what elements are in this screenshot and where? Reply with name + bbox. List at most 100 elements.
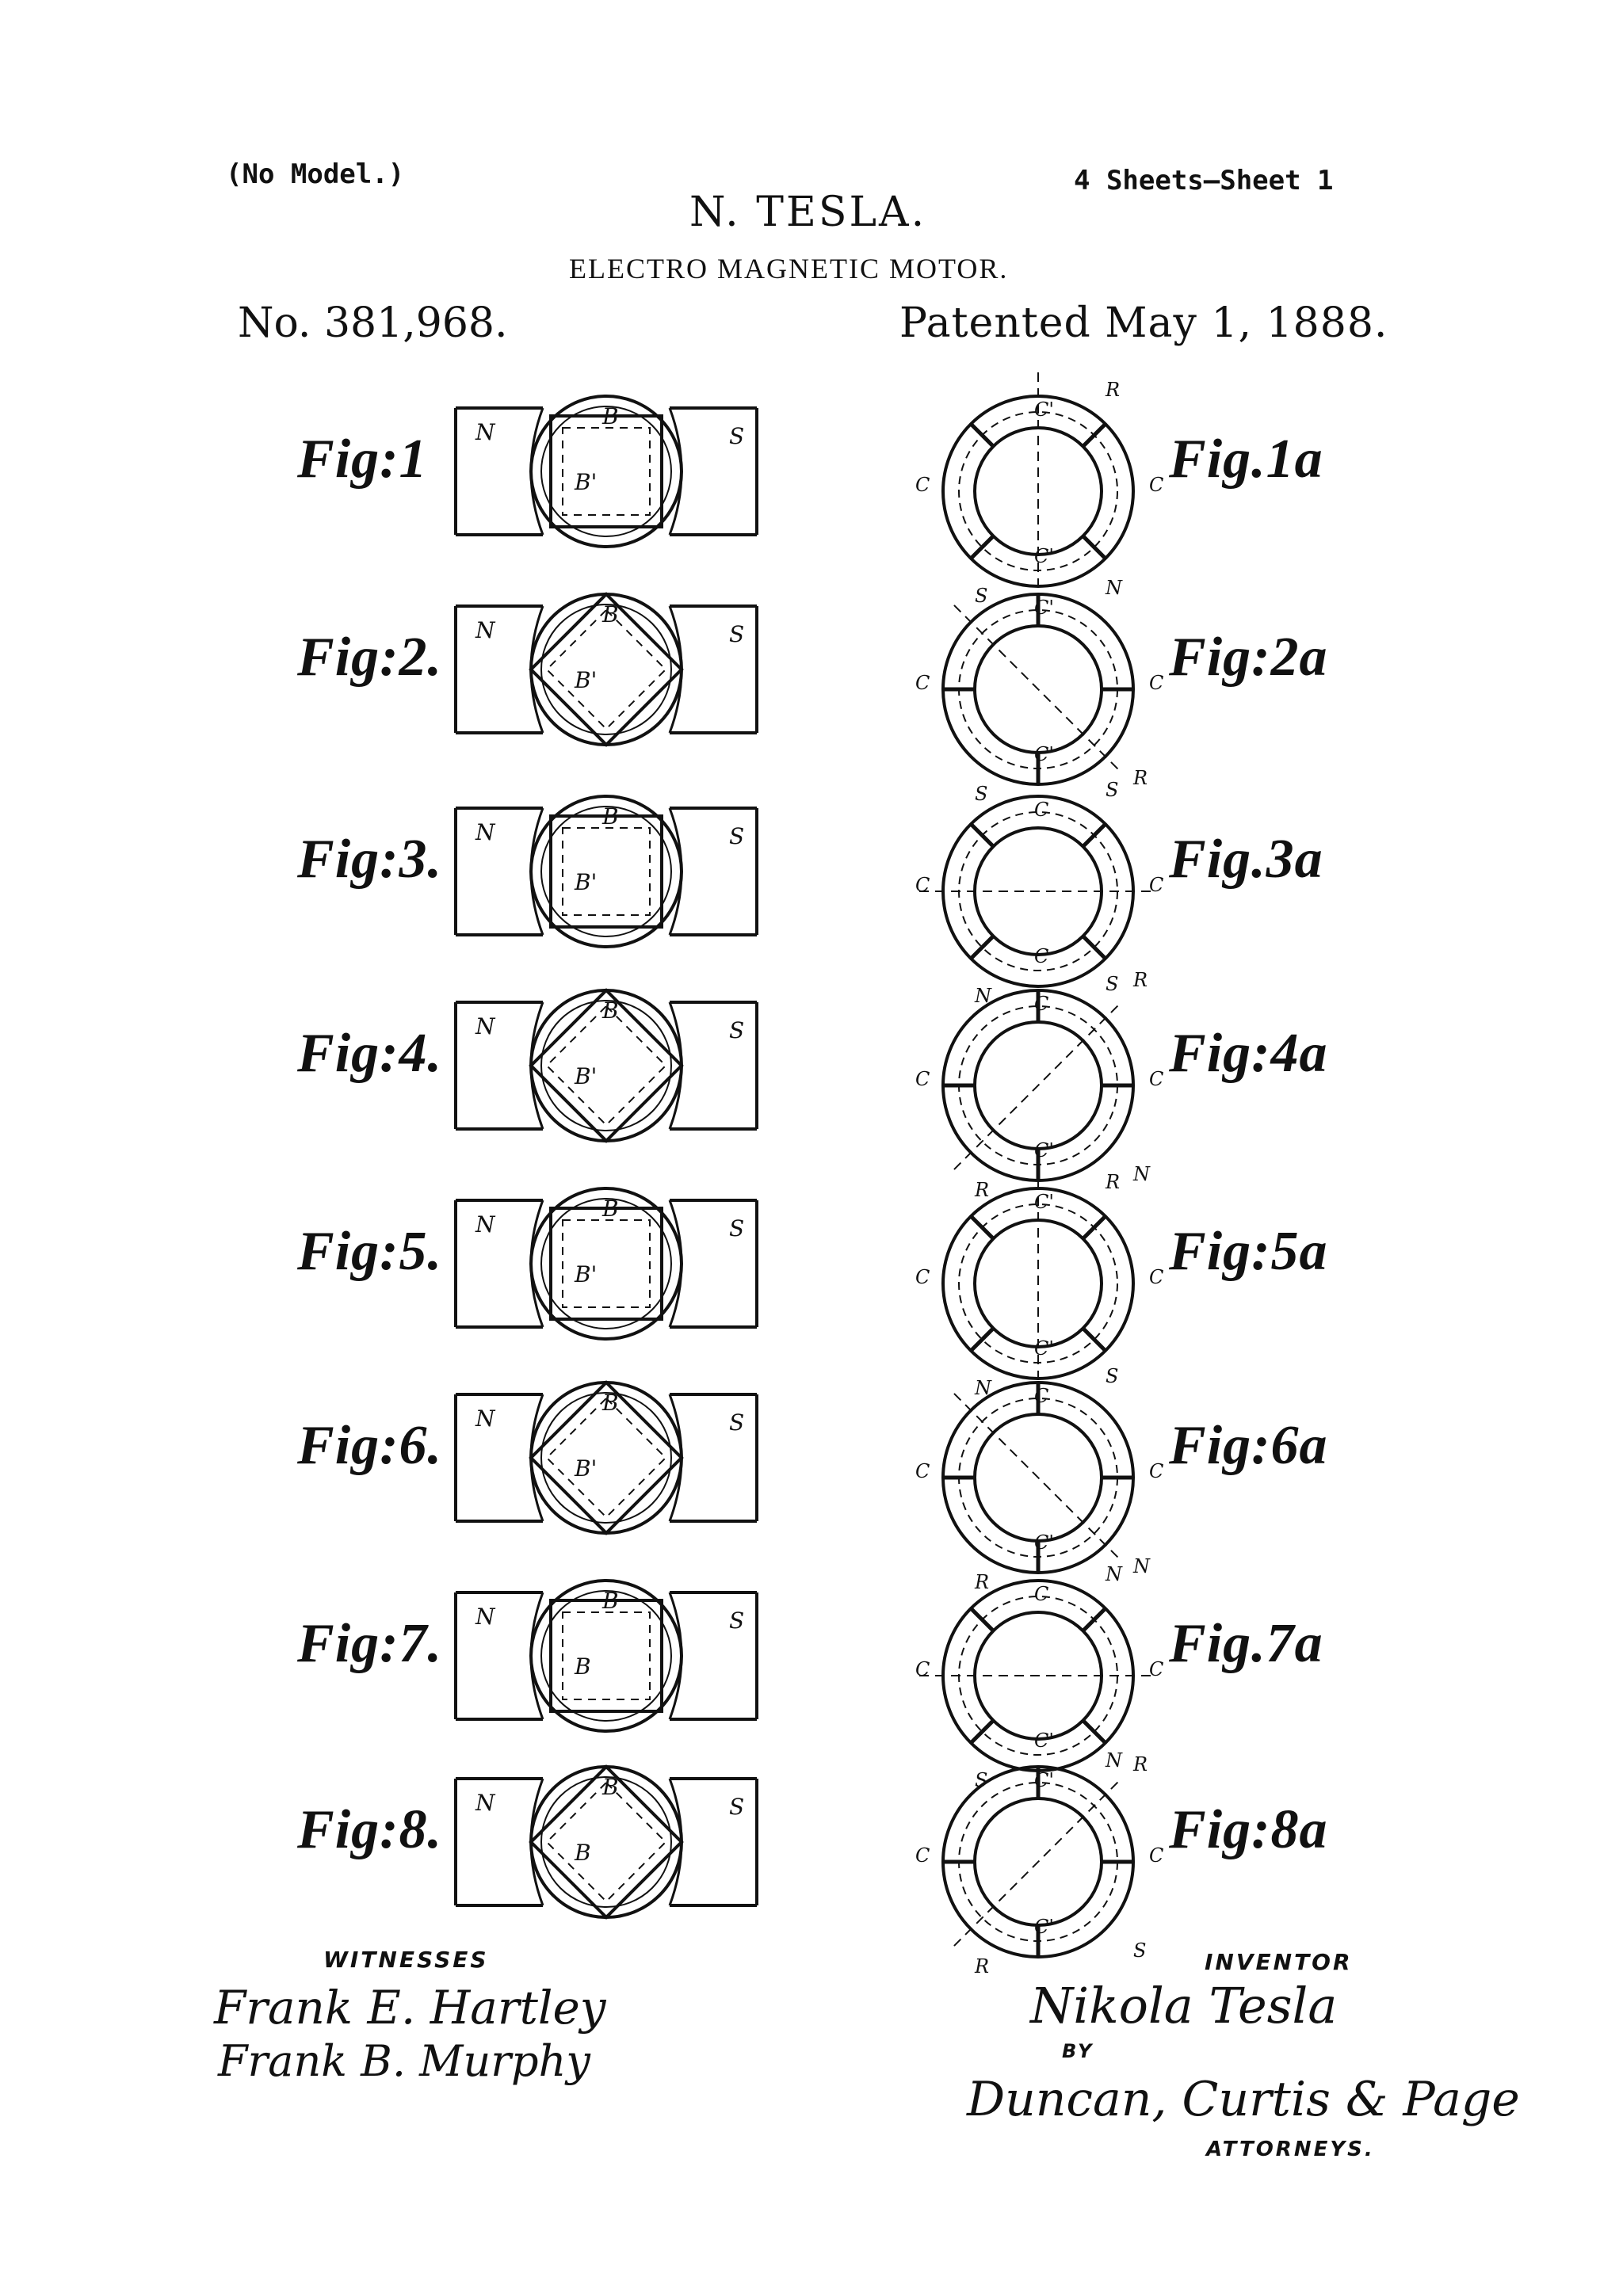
attorney-signature: Duncan, Curtis & Page bbox=[967, 2072, 1520, 2127]
figure-letter-label: N bbox=[475, 1604, 496, 1630]
figure-letter-label: S bbox=[1106, 779, 1118, 801]
figure-letter-label: C bbox=[1149, 474, 1163, 496]
figure-letter-label: C' bbox=[1034, 1531, 1054, 1554]
left-figure-caption: Fig:4. bbox=[297, 1023, 442, 1084]
figure-letter-label: B bbox=[601, 1196, 619, 1222]
figure-letter-label: R bbox=[1132, 1753, 1148, 1775]
right-figure-caption: Fig:4a bbox=[1169, 1023, 1328, 1084]
figure-letter-label: B' bbox=[574, 1261, 597, 1287]
figure-letter-label: R bbox=[1132, 969, 1148, 991]
figure-letter-label: C bbox=[1149, 1068, 1163, 1090]
figure-letter-label: C bbox=[1034, 993, 1048, 1015]
figure-letter-label: C' bbox=[1034, 545, 1054, 567]
figure-letter-label: C bbox=[915, 1068, 930, 1090]
figure-letter-label: C bbox=[1149, 1460, 1163, 1482]
right-figure-caption: Fig.1a bbox=[1169, 429, 1323, 490]
figure-letter-label: B' bbox=[574, 469, 597, 495]
figure-letter-label: R bbox=[974, 1571, 989, 1593]
figure-letter-label: B bbox=[601, 1390, 619, 1416]
left-figure-caption: Fig:1 bbox=[297, 429, 428, 490]
figure-letter-label: R bbox=[1132, 767, 1148, 789]
figure-letter-label: S bbox=[729, 1017, 744, 1043]
inventor-signature: Nikola Tesla bbox=[1030, 1977, 1338, 2035]
figure-letter-label: S bbox=[729, 1608, 744, 1634]
figure-letter-label: C bbox=[915, 474, 930, 496]
figure-letter-label: C bbox=[915, 874, 930, 896]
patent-title: ELECTRO MAGNETIC MOTOR. bbox=[569, 253, 1009, 284]
left-figure-caption: Fig:3. bbox=[297, 829, 442, 890]
motor-diagram-right: C C C' C' N SR bbox=[915, 577, 1163, 805]
figure-letter-label: B bbox=[574, 1653, 591, 1680]
figure-letter-label: N bbox=[475, 617, 496, 643]
left-figure-caption: Fig:8. bbox=[297, 1799, 442, 1860]
figure-letter-label: S bbox=[729, 423, 744, 449]
figure-letter-label: C' bbox=[1034, 597, 1054, 619]
figure-letter-label: B bbox=[574, 1840, 591, 1866]
figure-letter-label: N bbox=[1132, 1555, 1151, 1577]
figure-letter-label: C bbox=[1149, 874, 1163, 896]
figure-letter-label: S bbox=[975, 1769, 987, 1791]
witness-signature-2: Frank B. Murphy bbox=[218, 2036, 590, 2086]
inventor-heading: N. TESLA. bbox=[689, 189, 927, 236]
figure-letter-label: C bbox=[915, 1658, 930, 1680]
figure-letter-label: C' bbox=[1034, 1769, 1054, 1791]
figure-letter-label: S bbox=[729, 621, 744, 647]
figure-letter-label: S bbox=[729, 823, 744, 849]
figure-letter-label: C bbox=[915, 1266, 930, 1288]
figure-letter-label: C bbox=[1034, 1385, 1048, 1407]
figure-letter-label: C bbox=[915, 672, 930, 694]
motor-diagram-left: N S B B' bbox=[454, 988, 758, 1143]
right-figure-caption: Fig.7a bbox=[1169, 1613, 1323, 1674]
no-model-note: (No Model.) bbox=[226, 158, 405, 190]
witness-signature-1: Frank E. Hartley bbox=[214, 1981, 606, 2035]
figure-letter-label: S bbox=[1106, 973, 1118, 995]
figure-letter-label: C' bbox=[1034, 399, 1054, 421]
figure-letter-label: N bbox=[475, 1013, 496, 1039]
figure-letter-label: C bbox=[1034, 945, 1048, 967]
right-figure-caption: Fig:2a bbox=[1169, 627, 1328, 688]
figure-letter-label: B bbox=[601, 403, 619, 429]
left-figure-caption: Fig:7. bbox=[297, 1613, 442, 1674]
figure-letter-label: C' bbox=[1034, 743, 1054, 765]
figure-letter-label: N bbox=[1105, 1563, 1123, 1585]
figure-letter-label: R bbox=[974, 1955, 989, 1978]
figure-letter-label: B' bbox=[574, 869, 597, 895]
figure-letter-label: N bbox=[974, 985, 992, 1007]
figure-letter-label: N bbox=[1105, 577, 1123, 599]
figure-letter-label: R bbox=[974, 1179, 989, 1201]
figure-letter-label: B bbox=[601, 997, 619, 1024]
figure-letter-label: C' bbox=[1034, 1916, 1054, 1938]
figure-letter-label: S bbox=[1133, 1939, 1146, 1962]
figure-letter-label: C bbox=[1149, 1844, 1163, 1867]
figure-letter-label: N bbox=[1105, 1749, 1123, 1772]
attorneys-label: ATTORNEYS. bbox=[1206, 2138, 1375, 2161]
figure-letter-label: S bbox=[729, 1215, 744, 1241]
right-figure-caption: Fig.3a bbox=[1169, 829, 1323, 890]
figure-letter-label: C bbox=[915, 1844, 930, 1867]
figure-letter-label: C bbox=[1149, 672, 1163, 694]
figure-letter-label: B' bbox=[574, 1063, 597, 1089]
left-figure-caption: Fig:5. bbox=[297, 1221, 442, 1282]
figure-letter-label: S bbox=[729, 1409, 744, 1436]
figure-letter-label: B' bbox=[574, 1455, 597, 1482]
patent-number: No. 381,968. bbox=[238, 299, 508, 347]
figure-letter-label: N bbox=[475, 419, 496, 445]
figure-letter-label: C bbox=[1149, 1266, 1163, 1288]
inventor-label: INVENTOR bbox=[1205, 1949, 1353, 1975]
figure-letter-label: S bbox=[729, 1794, 744, 1820]
patent-date: Patented May 1, 1888. bbox=[899, 299, 1388, 347]
motor-diagram-left: N S B B' bbox=[454, 395, 758, 548]
